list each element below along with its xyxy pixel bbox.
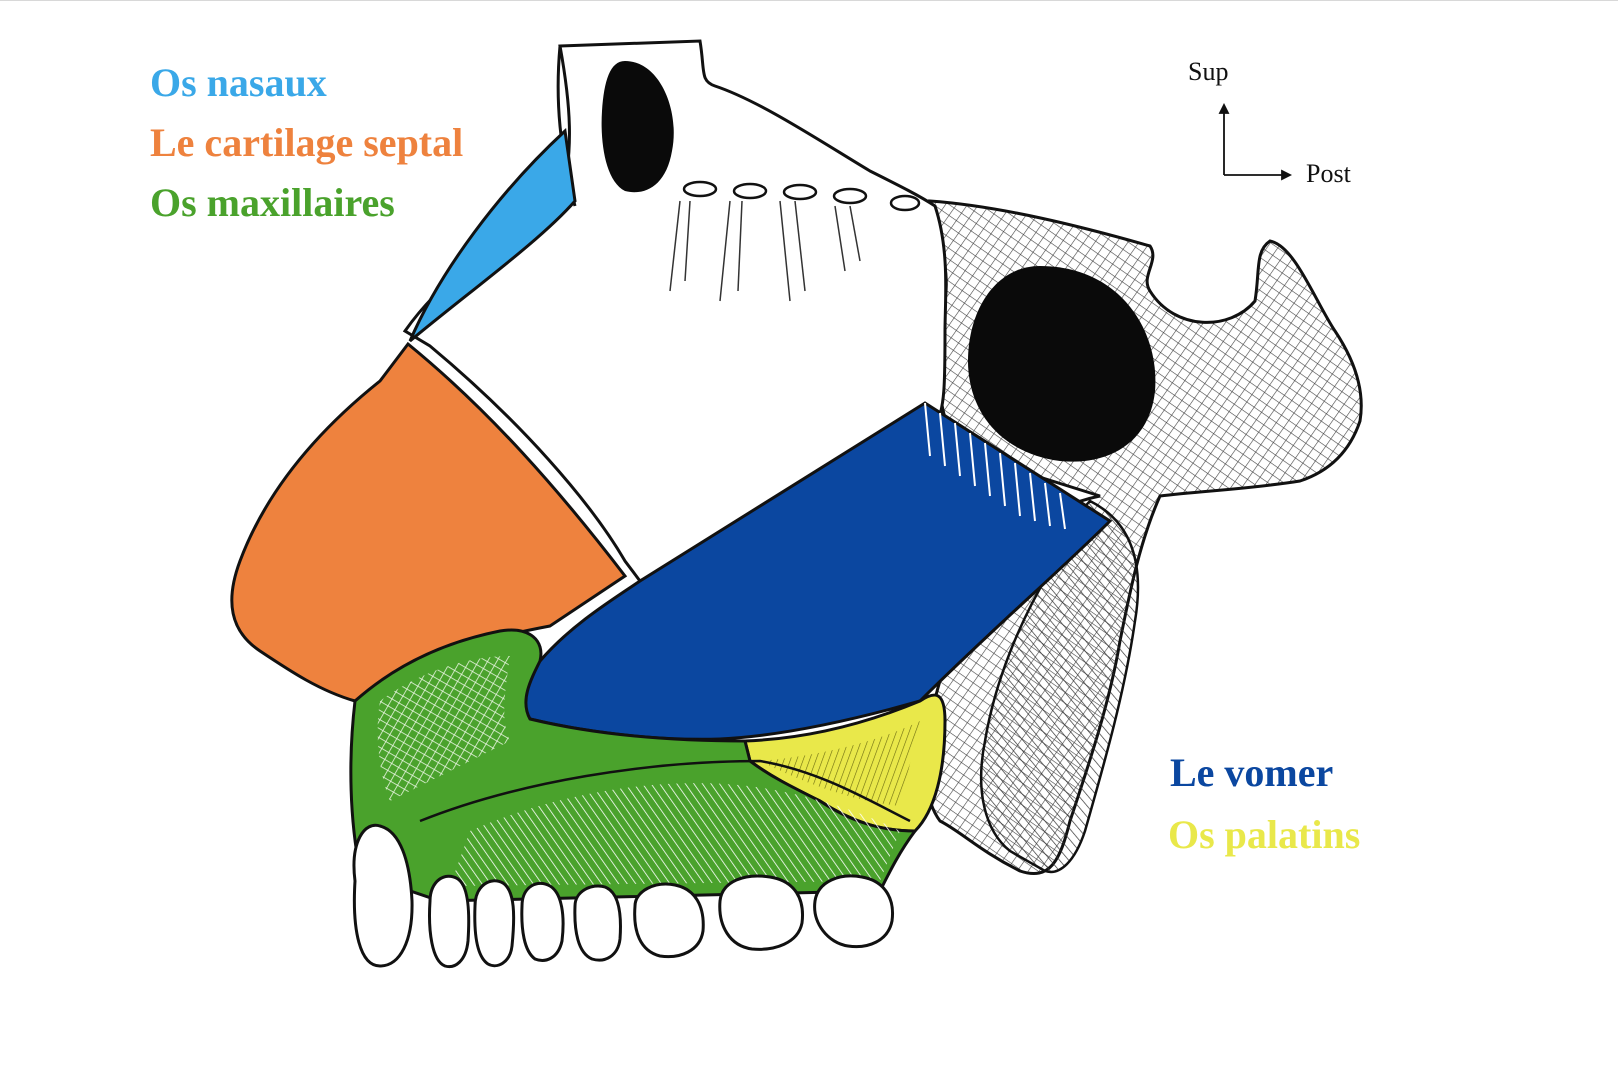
sphenoid-sinus [968,266,1156,462]
septal-cartilage [230,341,628,703]
legend-vomer-label: Le vomer [1170,750,1334,795]
legend-vomer: Le vomer [1170,753,1333,793]
legend-maxillary-bones: Os maxillaires [150,183,395,223]
legend-palatine-bones-label: Os palatins [1168,812,1361,857]
frontal-sinus [601,61,674,193]
nasal-bone [408,127,577,343]
legend-nasal-bones-label: Os nasaux [150,60,327,105]
cribriform-foramina [682,180,921,212]
legend-maxillary-bones-label: Os maxillaires [150,180,395,225]
orientation-sup-label: Sup [1188,57,1229,86]
orientation-arrows [1218,102,1293,181]
legend-septal-cartilage: Le cartilage septal [150,123,463,163]
legend-palatine-bones: Os palatins [1168,815,1360,855]
legend-septal-cartilage-label: Le cartilage septal [150,120,464,165]
teeth [352,823,895,969]
orientation-post-label: Post [1306,159,1351,188]
legend-nasal-bones: Os nasaux [150,63,327,103]
